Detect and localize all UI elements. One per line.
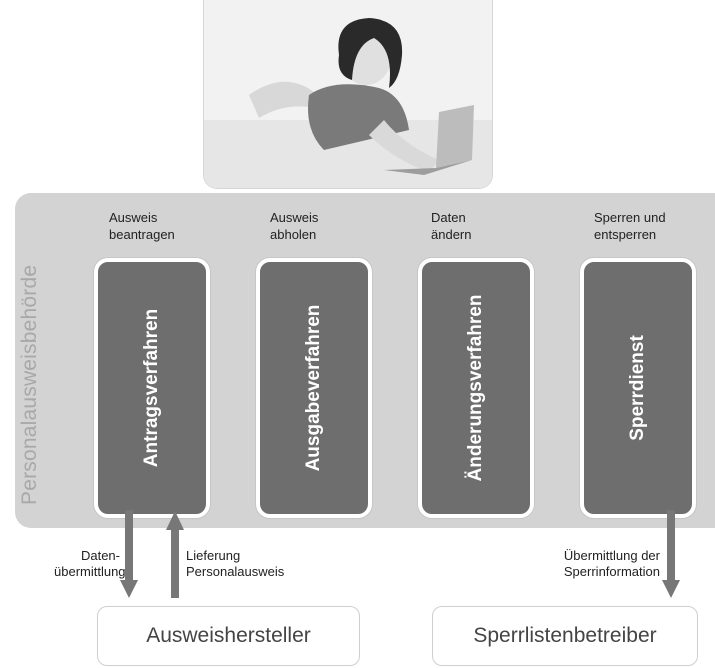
procedure-box-antrag: Antragsverfahren [94, 258, 210, 518]
flow-line: übermittlung [54, 564, 126, 579]
action-line: abholen [270, 227, 317, 242]
flow-label-lieferung: Lieferung Personalausweis [186, 548, 284, 580]
arrow-up-lieferung [166, 511, 184, 598]
procedure-box-sperrdienst: Sperrdienst [580, 258, 696, 518]
target-sperrlistenbetreiber: Sperrlistenbetreiber [432, 606, 698, 666]
action-line: ändern [431, 227, 472, 242]
procedure-box-aenderung: Änderungsverfahren [418, 258, 534, 518]
target-ausweishersteller: Ausweishersteller [97, 606, 360, 666]
woman-laptop-photo [203, 0, 493, 189]
arrow-down-daten [120, 510, 138, 598]
procedure-box-ausgabe: Ausgabeverfahren [256, 258, 372, 518]
action-line: Daten [431, 210, 466, 225]
action-line: Ausweis [109, 210, 158, 225]
action-label-block: Sperren und entsperren [594, 209, 666, 243]
flow-line: Personalausweis [186, 564, 285, 579]
action-label-change: Daten ändern [431, 209, 471, 243]
action-line: Ausweis [270, 210, 319, 225]
action-label-apply: Ausweis beantragen [109, 209, 175, 243]
flow-line: Daten- [80, 548, 120, 563]
flow-line: Übermittlung der [563, 548, 660, 563]
flow-line: Sperrinformation [563, 564, 660, 579]
action-line: beantragen [109, 227, 175, 242]
action-line: entsperren [594, 227, 657, 242]
arrow-down-sperr [662, 510, 680, 598]
action-label-collect: Ausweis abholen [270, 209, 318, 243]
flow-label-daten: Daten- übermittlung [54, 548, 126, 580]
woman-with-laptop-icon [204, 0, 492, 188]
flow-line: Lieferung [186, 548, 241, 563]
flow-label-sperr: Übermittlung der Sperrinformation [524, 548, 660, 580]
action-line: Sperren und [594, 210, 666, 225]
